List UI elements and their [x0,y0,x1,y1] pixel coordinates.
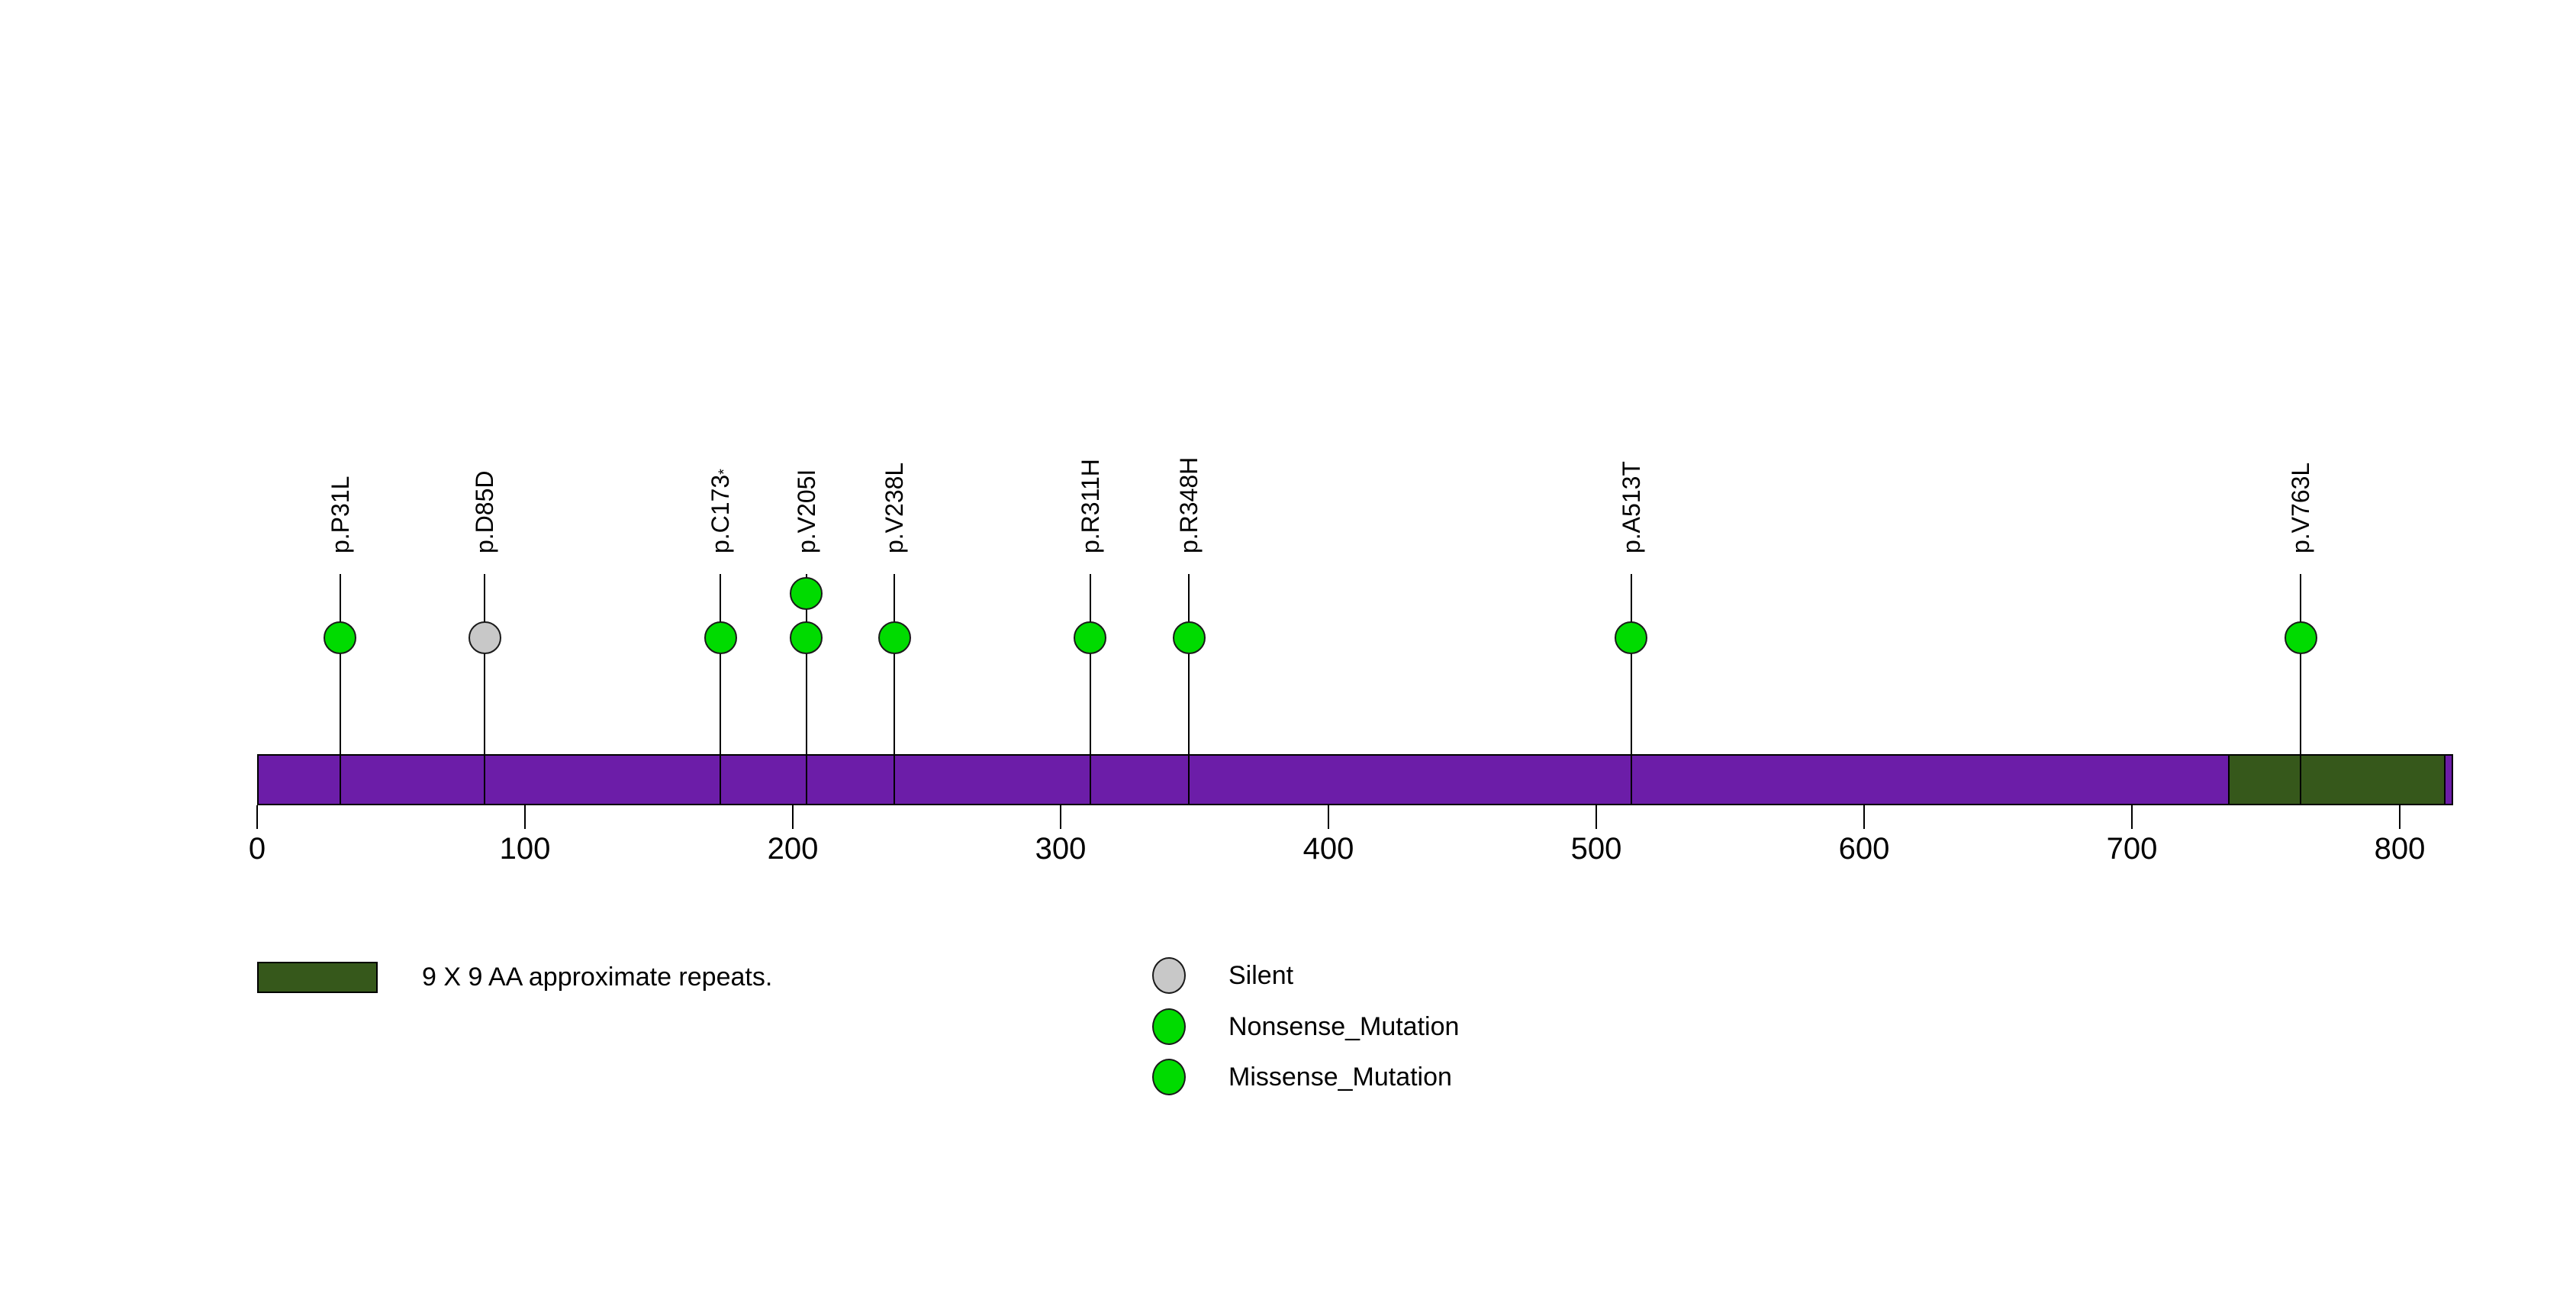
missense_mutation-legend-label: Missense_Mutation [1228,1063,1452,1092]
mutation-stem [484,574,486,805]
domain-9x9-repeats [2228,754,2446,805]
mutation-label: p.V205I [792,469,820,553]
axis-tick-label: 700 [2106,832,2158,866]
mutation-circle [1615,621,1648,654]
axis-tick [1060,805,1061,829]
mutation-circle [704,621,737,654]
axis-tick-label: 0 [248,832,266,866]
axis-tick-label: 600 [1838,832,1890,866]
mutation-stem [2300,574,2302,805]
mutation-stem [805,574,807,805]
mutation-label: p.V238L [881,462,909,553]
mutation-label: p.R348H [1175,456,1203,553]
mutation-stem [1188,574,1190,805]
missense_mutation-legend-marker [1152,1059,1186,1095]
mutation-circle [2284,621,2317,654]
mutation-circle [790,621,823,654]
domain-legend-label: 9 X 9 AA approximate repeats. [422,963,773,992]
mutation-label: p.V763L [2287,462,2315,553]
mutation-circle [324,621,357,654]
axis-tick-label: 800 [2374,832,2426,866]
nonsense_mutation-legend-marker [1152,1008,1186,1045]
mutation-stem [720,574,722,805]
axis-tick-label: 100 [499,832,551,866]
axis-tick-label: 500 [1570,832,1622,866]
silent-legend-marker [1152,957,1186,994]
mutation-circle [468,621,501,654]
axis-tick [2131,805,2133,829]
mutation-label: p.P31L [326,476,354,553]
nonsense_mutation-legend-label: Nonsense_Mutation [1228,1012,1460,1041]
mutation-label: p.C173* [707,469,735,553]
mutation-label: p.R311H [1076,459,1104,553]
axis-tick [256,805,258,829]
mutation-circle [1074,621,1107,654]
axis-tick-label: 400 [1302,832,1354,866]
protein-backbone-bar [257,754,2454,805]
axis-tick [524,805,526,829]
mutation-circle [1172,621,1206,654]
mutation-circle [790,576,823,610]
domain-legend-swatch [257,962,378,993]
axis-tick [792,805,794,829]
axis-tick [1596,805,1597,829]
mutation-stem [339,574,341,805]
silent-legend-label: Silent [1228,961,1294,990]
mutation-label: p.D85D [471,470,499,554]
mutation-stem [1630,574,1632,805]
mutation-circle [877,621,911,654]
axis-tick [1328,805,1329,829]
axis-tick-label: 200 [767,832,819,866]
axis-tick [1863,805,1865,829]
mutation-label: p.A513T [1617,461,1645,553]
mutation-stem [1089,574,1091,805]
mutation-stem [894,574,896,805]
axis-tick [2399,805,2401,829]
axis-tick-label: 300 [1035,832,1087,866]
